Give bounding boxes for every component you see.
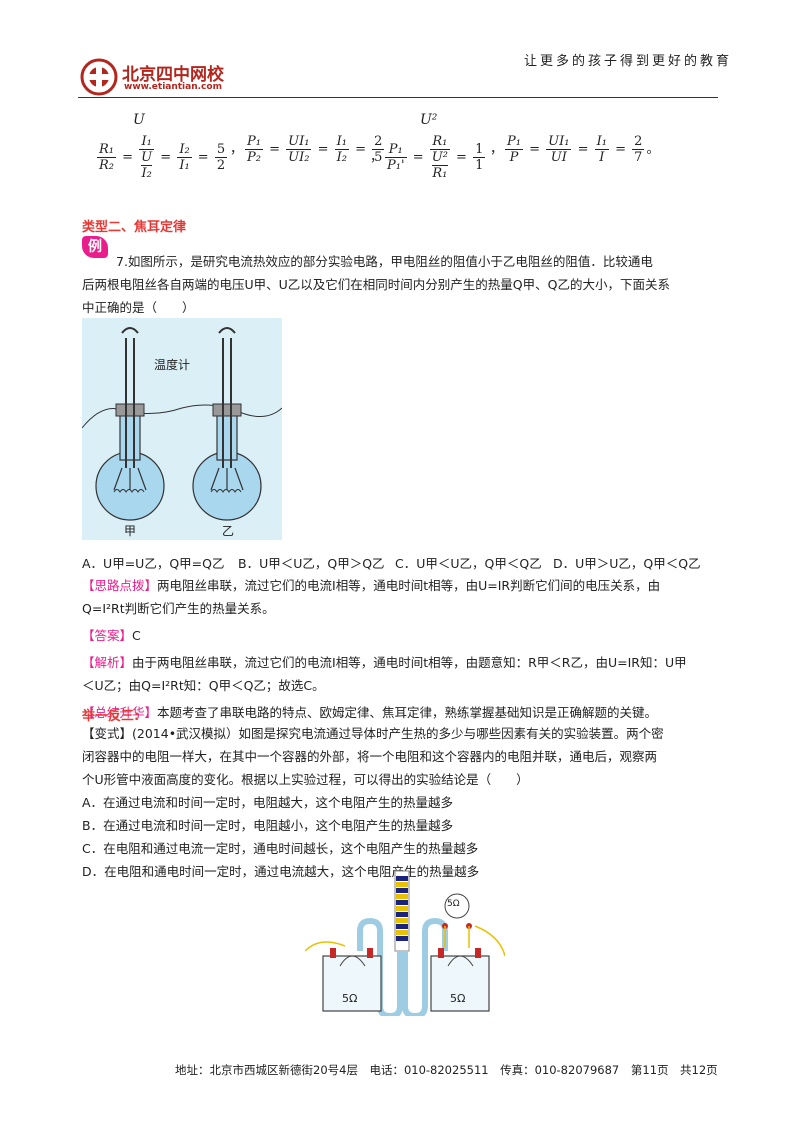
- header-slogan: 让更多的孩子得到更好的教育: [524, 54, 733, 69]
- practice-line1: 【变式】(2014•武汉模拟）如图是探究电流通过导体时产生热的多少与哪些因素有关…: [82, 726, 664, 741]
- resistor-left-label: 5Ω: [342, 992, 358, 1005]
- practice-line3: 个U形管中液面高度的变化。根据以上实验过程，可以得出的实验结论是（ ）: [82, 772, 529, 787]
- q7-line2: 后两根电阻丝各自两端的电压U甲、U乙以及它们在相同时间内分别产生的热量Q甲、Q乙…: [82, 277, 670, 292]
- logo-text: 北京四中网校: [122, 65, 224, 85]
- hint-text1: 两电阻丝串联，流过它们的电流I相等，通电时间t相等，由U=IR判断它们间的电压关…: [157, 578, 661, 593]
- explain-text2: ＜U乙；由Q=I²Rt知：Q甲＜Q乙；故选C。: [82, 678, 325, 693]
- resistor-top-label: 5Ω: [447, 899, 460, 909]
- practice-title: 举一反三:: [82, 709, 140, 724]
- analysis-block: 【思路点拨】两电阻丝串联，流过它们的电流I相等，通电时间t相等，由U=IR判断它…: [82, 574, 722, 724]
- q7-option-c: C．U甲＜U乙，Q甲＜Q乙: [395, 556, 542, 571]
- formula-top-u2: U²: [420, 112, 438, 128]
- explain-label: 【解析】: [82, 655, 133, 670]
- formula-top-u: U: [133, 112, 145, 128]
- q7-figure: 温度计 甲 乙: [81, 318, 283, 540]
- practice-option-a: A．在通过电流和时间一定时，电阻越大，这个电阻产生的热量越多: [82, 795, 454, 810]
- u-tube-apparatus-illustration: [304, 870, 506, 1020]
- practice-block: 【变式】(2014•武汉模拟）如图是探究电流通过导体时产生热的多少与哪些因素有关…: [82, 722, 732, 883]
- footer-page: 第11页 共12页: [630, 1063, 718, 1077]
- flask-a-label: 甲: [124, 524, 137, 538]
- q7-option-a: A．U甲=U乙，Q甲=Q乙: [82, 556, 225, 571]
- explain-text1: 由于两电阻丝串联，流过它们的电流I相等，通电时间t相等，由题意知：R甲＜R乙，由…: [132, 655, 687, 670]
- thermometer-flasks-illustration: [81, 327, 283, 521]
- hint-text2: Q=I²Rt判断它们产生的热量关系。: [82, 601, 275, 616]
- q7-line1: 7.如图所示，是研究电流热效应的部分实验电路，甲电阻丝的阻值小于乙电阻丝的阻值．…: [116, 254, 653, 269]
- practice-line2: 闭容器中的电阻一样大，在其中一个容器的外部，将一个电阻和这个容器内的电阻并联，通…: [82, 749, 658, 764]
- practice-option-b: B．在通过电流和时间一定时，电阻越小，这个电阻产生的热量越多: [82, 818, 454, 833]
- answer-text: C: [132, 628, 141, 643]
- summary-label: 【总结升华】: [82, 705, 158, 720]
- logo-emblem-icon: [80, 58, 118, 96]
- resistor-right-label: 5Ω: [450, 992, 466, 1005]
- q7-line3: 中正确的是（ ）: [82, 300, 195, 315]
- q7-text: 7.如图所示，是研究电流热效应的部分实验电路，甲电阻丝的阻值小于乙电阻丝的阻值．…: [82, 250, 722, 319]
- logo-url: www.etiantian.com: [124, 82, 222, 92]
- footer-address: 地址：北京市西城区新德街20号4层 电话：010-82025511 传真：010…: [175, 1063, 620, 1077]
- header-divider: [78, 97, 718, 98]
- practice-figure: 5Ω 5Ω 5Ω: [304, 866, 506, 1020]
- practice-option-c: C．在电阻和通过电流一定时，通电时间越长，这个电阻产生的热量越多: [82, 841, 479, 856]
- thermometer-label: 温度计: [154, 358, 191, 372]
- flask-b-label: 乙: [222, 524, 235, 538]
- answer-label: 【答案】: [82, 628, 133, 643]
- example-badge-label: 例: [88, 239, 102, 255]
- summary-text: 本题考查了串联电路的特点、欧姆定律、焦耳定律，熟练掌握基础知识是正确解题的关键。: [157, 705, 658, 720]
- hint-label: 【思路点拨】: [82, 578, 158, 593]
- q7-option-d: D．U甲＞U乙，Q甲＜Q乙: [553, 556, 701, 571]
- q7-option-b: B．U甲＜U乙，Q甲＞Q乙: [238, 556, 385, 571]
- section-title: 类型二、焦耳定律: [82, 220, 187, 235]
- example-badge: 例: [82, 236, 108, 258]
- practice-option-d: D．在电阻和通电时间一定时，通过电流越大，这个电阻产生的热量越多: [82, 864, 480, 879]
- header-logo: 北京四中网校 www.etiantian.com: [80, 58, 260, 96]
- footer: 地址：北京市西城区新德街20号4层 电话：010-82025511 传真：010…: [175, 1062, 718, 1078]
